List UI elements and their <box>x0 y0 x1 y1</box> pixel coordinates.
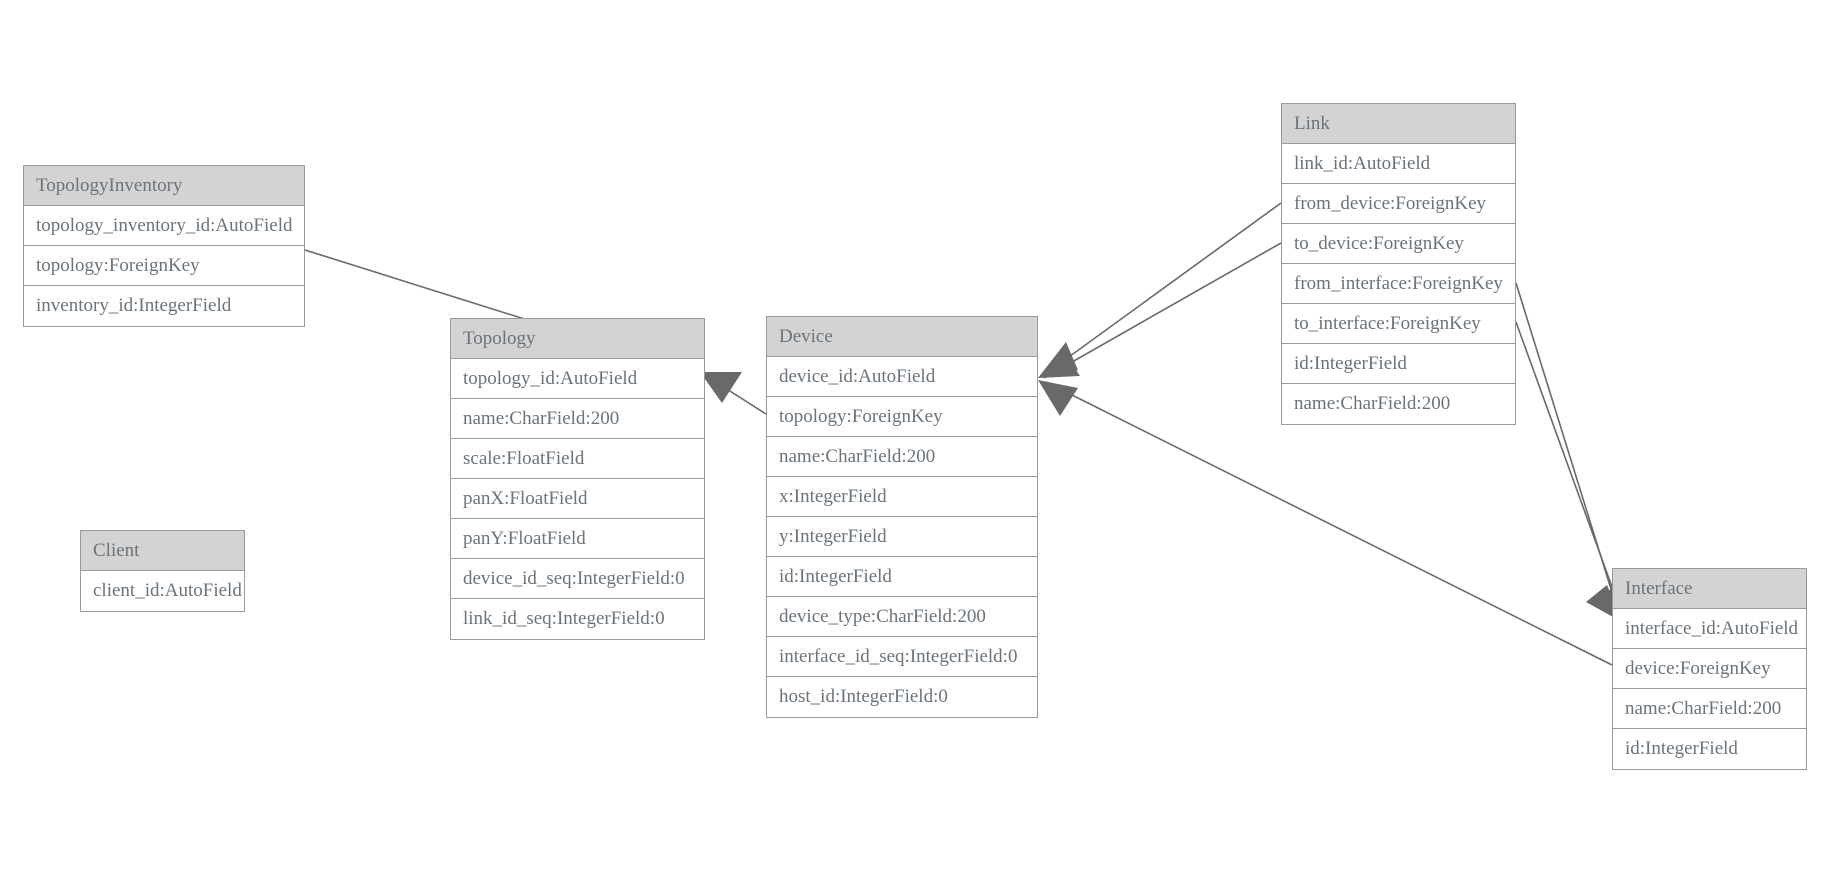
edge-link-from-interface <box>1515 282 1622 622</box>
entity-client[interactable]: Client client_id:AutoField <box>80 530 245 612</box>
entity-field: panX:FloatField <box>451 479 704 519</box>
entity-field: to_interface:ForeignKey <box>1282 304 1515 344</box>
entity-field: topology:ForeignKey <box>767 397 1037 437</box>
entity-title: Device <box>767 317 1037 357</box>
entity-title: Interface <box>1613 569 1806 609</box>
entity-field: scale:FloatField <box>451 439 704 479</box>
entity-title: Topology <box>451 319 704 359</box>
entity-field: client_id:AutoField <box>81 571 244 611</box>
edge-link-to-device <box>1038 242 1282 379</box>
entity-field: y:IntegerField <box>767 517 1037 557</box>
edge-link-to-interface <box>1515 321 1626 624</box>
entity-field: from_interface:ForeignKey <box>1282 264 1515 304</box>
entity-field: inventory_id:IntegerField <box>24 286 304 326</box>
entity-field: interface_id:AutoField <box>1613 609 1806 649</box>
entity-title: Client <box>81 531 244 571</box>
entity-field: device_type:CharField:200 <box>767 597 1037 637</box>
entity-field: topology_id:AutoField <box>451 359 704 399</box>
entity-field: topology_inventory_id:AutoField <box>24 206 304 246</box>
entity-topology[interactable]: Topology topology_id:AutoField name:Char… <box>450 318 705 640</box>
entity-link[interactable]: Link link_id:AutoField from_device:Forei… <box>1281 103 1516 425</box>
edge-device-topology <box>699 371 767 415</box>
entity-field: panY:FloatField <box>451 519 704 559</box>
entity-field: name:CharField:200 <box>767 437 1037 477</box>
entity-title: TopologyInventory <box>24 166 304 206</box>
entity-field: name:CharField:200 <box>1282 384 1515 424</box>
entity-field: x:IntegerField <box>767 477 1037 517</box>
entity-field: name:CharField:200 <box>1613 689 1806 729</box>
entity-field: host_id:IntegerField:0 <box>767 677 1037 717</box>
entity-field: to_device:ForeignKey <box>1282 224 1515 264</box>
entity-field: interface_id_seq:IntegerField:0 <box>767 637 1037 677</box>
entity-field: device:ForeignKey <box>1613 649 1806 689</box>
entity-field: id:IntegerField <box>1282 344 1515 384</box>
entity-topologyinventory[interactable]: TopologyInventory topology_inventory_id:… <box>23 165 305 327</box>
entity-field: name:CharField:200 <box>451 399 704 439</box>
entity-field: link_id:AutoField <box>1282 144 1515 184</box>
entity-title: Link <box>1282 104 1515 144</box>
entity-field: link_id_seq:IntegerField:0 <box>451 599 704 639</box>
entity-field: topology:ForeignKey <box>24 246 304 286</box>
entity-field: from_device:ForeignKey <box>1282 184 1515 224</box>
entity-device[interactable]: Device device_id:AutoField topology:Fore… <box>766 316 1038 718</box>
entity-interface[interactable]: Interface interface_id:AutoField device:… <box>1612 568 1807 770</box>
entity-field: device_id:AutoField <box>767 357 1037 397</box>
edge-link-from-device <box>1038 202 1282 378</box>
entity-field: id:IntegerField <box>767 557 1037 597</box>
entity-field: id:IntegerField <box>1613 729 1806 769</box>
entity-field: device_id_seq:IntegerField:0 <box>451 559 704 599</box>
